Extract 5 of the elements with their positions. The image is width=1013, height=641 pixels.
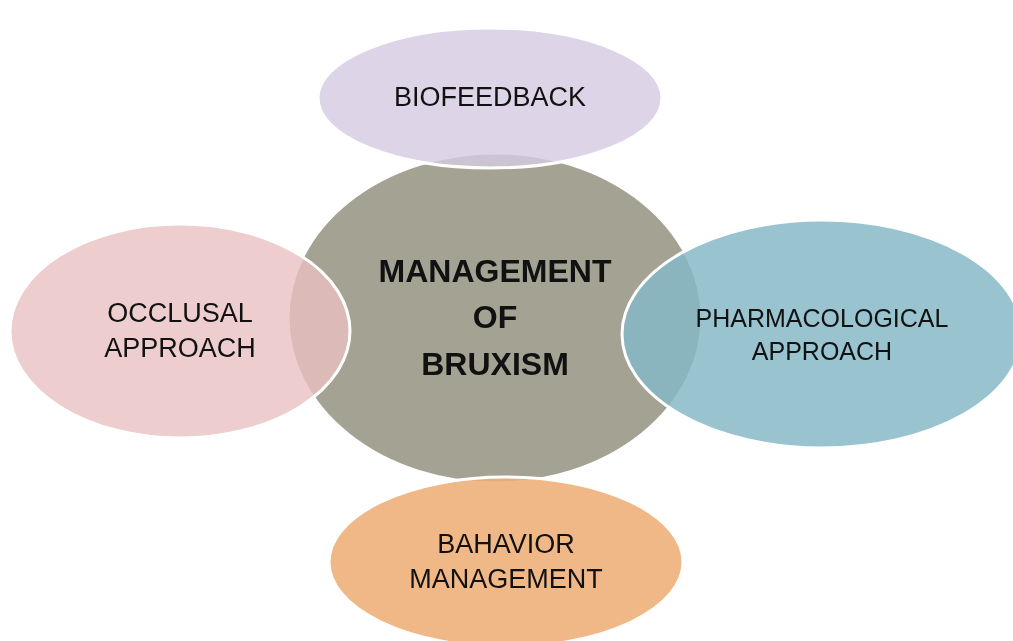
node-label: BIOFEEDBACK (392, 81, 587, 115)
node-label: PHARMACOLOGICAL APPROACH (694, 302, 950, 366)
node-label: OCCLUSAL APPROACH (103, 296, 257, 365)
node-label: BAHAVIOR MANAGEMENT (408, 527, 604, 596)
center-title: MANAGEMENT OF BRUXISM (377, 252, 613, 385)
